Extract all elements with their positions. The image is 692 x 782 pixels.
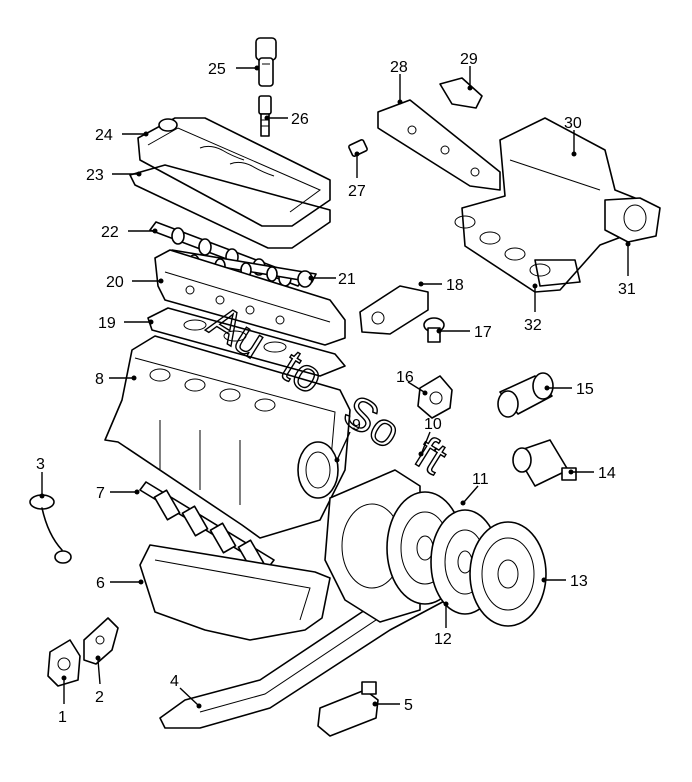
callout-20: 20 bbox=[106, 274, 124, 291]
callout-28: 28 bbox=[390, 59, 408, 76]
crankshaft-part bbox=[139, 481, 275, 571]
callout-4: 4 bbox=[170, 673, 179, 690]
leader-lines bbox=[39, 65, 631, 709]
callout-16: 16 bbox=[396, 369, 414, 386]
callout-14: 14 bbox=[598, 465, 616, 482]
callout-29: 29 bbox=[460, 51, 478, 68]
spark-plug-part bbox=[258, 95, 272, 137]
callout-30: 30 bbox=[564, 115, 582, 132]
callout-2: 2 bbox=[95, 689, 104, 706]
callout-13: 13 bbox=[570, 573, 588, 590]
transmission-mount-part bbox=[317, 681, 379, 737]
pressure-regulator-part bbox=[439, 77, 483, 109]
callout-5: 5 bbox=[404, 697, 413, 714]
ignition-coil-part bbox=[255, 37, 277, 87]
callout-8: 8 bbox=[95, 371, 104, 388]
engine-mount-part bbox=[47, 639, 81, 687]
callout-10: 10 bbox=[424, 416, 442, 433]
callout-19: 19 bbox=[98, 315, 116, 332]
callout-17: 17 bbox=[474, 324, 492, 341]
starter-motor-part bbox=[512, 439, 577, 487]
callout-27: 27 bbox=[348, 183, 366, 200]
intake-manifold-part bbox=[454, 117, 646, 293]
callout-1: 1 bbox=[58, 709, 67, 726]
watermark-text-4: ft bbox=[407, 426, 456, 484]
callout-21: 21 bbox=[338, 271, 356, 288]
dipstick-part bbox=[29, 494, 72, 564]
callout-3: 3 bbox=[36, 456, 45, 473]
callout-6: 6 bbox=[96, 575, 105, 592]
callout-25: 25 bbox=[208, 61, 226, 78]
engine-block-part bbox=[104, 335, 351, 539]
water-pump-part bbox=[417, 375, 453, 419]
thermostat-housing-part bbox=[359, 285, 429, 335]
fuel-rail-part bbox=[377, 99, 501, 191]
callout-32: 32 bbox=[524, 317, 542, 334]
callout-11: 11 bbox=[472, 471, 489, 488]
callout-24: 24 bbox=[95, 127, 113, 144]
callout-23: 23 bbox=[86, 167, 104, 184]
throttle-body-part bbox=[604, 197, 661, 243]
valve-cover-part bbox=[137, 117, 331, 227]
head-gasket-part bbox=[147, 307, 346, 377]
cylinder-head-part bbox=[154, 249, 346, 346]
temperature-sensor-part bbox=[348, 139, 368, 157]
callout-7: 7 bbox=[96, 485, 105, 502]
cover-gasket-part bbox=[129, 164, 331, 249]
callout-15: 15 bbox=[576, 381, 594, 398]
callout-labels: 25 26 24 23 22 21 20 19 8 7 6 3 1 2 4 5 … bbox=[36, 51, 636, 726]
thermostat-part bbox=[423, 317, 445, 343]
callout-31: 31 bbox=[618, 281, 636, 298]
callout-22: 22 bbox=[101, 224, 119, 241]
callout-9: 9 bbox=[352, 417, 361, 434]
callout-26: 26 bbox=[291, 111, 309, 128]
callout-18: 18 bbox=[446, 277, 464, 294]
oil-pan-part bbox=[139, 544, 331, 641]
mount-bracket-part bbox=[83, 617, 119, 665]
pressure-plate-part bbox=[469, 521, 547, 627]
callout-12: 12 bbox=[434, 631, 452, 648]
oil-filter-part bbox=[497, 372, 554, 418]
intake-gasket-part bbox=[534, 259, 581, 287]
